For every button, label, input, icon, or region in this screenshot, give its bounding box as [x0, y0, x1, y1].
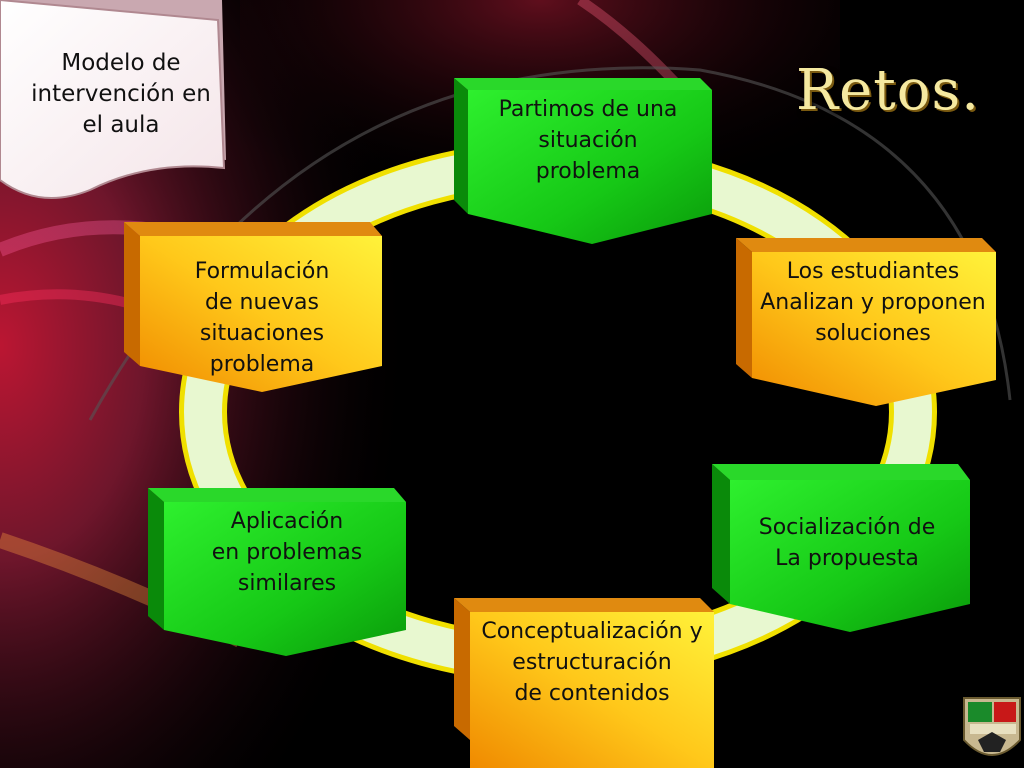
- step-text-right: Los estudiantes Analizan y proponen solu…: [760, 259, 986, 346]
- step-box-bottom-left: [164, 502, 406, 656]
- step-text-bottom-left: Aplicación en problemas similares: [211, 509, 363, 596]
- note-card: [0, 0, 226, 199]
- university-crest-icon: [963, 697, 1021, 756]
- note-card-text: Modelo de intervención en el aula: [31, 50, 211, 138]
- step-box-right: [752, 252, 996, 406]
- step-box-left: [140, 236, 382, 392]
- step-box-bottom: [470, 612, 714, 768]
- slide-title: Retos.: [796, 58, 981, 123]
- step-box-bottom-right: [730, 480, 970, 632]
- step-text-top: Partimos de una situación problema: [498, 97, 678, 184]
- step-box-top: [468, 90, 712, 244]
- step-text-bottom-right: Socialización de La propuesta: [758, 515, 936, 571]
- step-text-bottom: Conceptualización y estructuración de co…: [481, 619, 703, 706]
- step-text-left: Formulación de nuevas situaciones proble…: [194, 259, 330, 377]
